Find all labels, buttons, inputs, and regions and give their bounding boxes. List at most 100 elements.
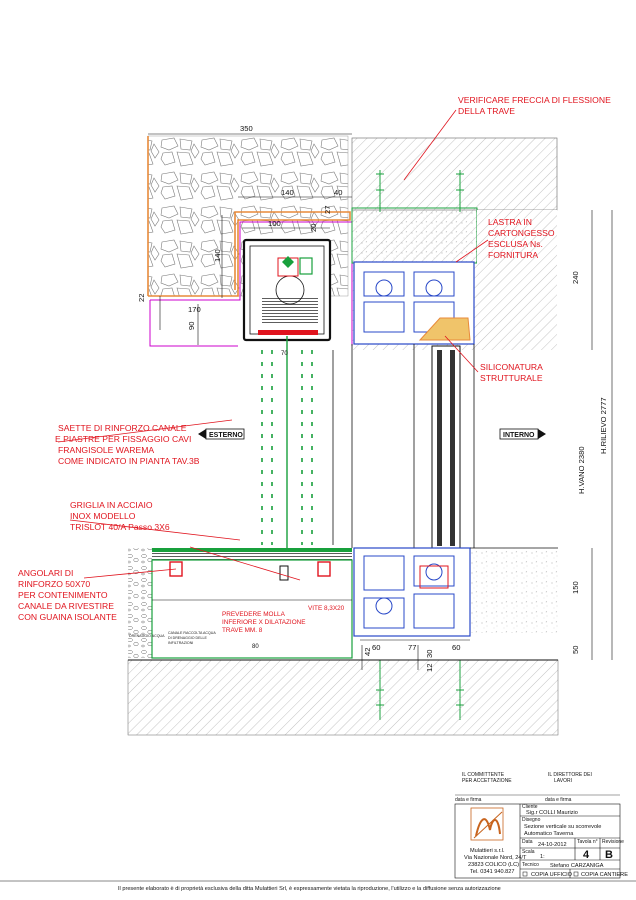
dim-40: 40	[334, 188, 342, 197]
dim-77: 77	[408, 643, 416, 652]
copia-ufficio-checkbox	[522, 871, 528, 877]
note-griglia-line2: INOX MODELLO	[70, 511, 136, 521]
note-lastra-line1: LASTRA IN	[488, 217, 532, 227]
dim-27: 27	[323, 206, 332, 214]
dim-60-left: 60	[372, 643, 380, 652]
note-siliconatura-line2: STRUTTURALE	[480, 373, 543, 383]
window-head-frame	[353, 261, 475, 345]
scala-label: Scala	[522, 849, 535, 855]
note-angolari-line2: RINFORZO 50X70	[18, 579, 90, 589]
copia-cantiere-label: COPIA CANTIERE	[581, 872, 628, 878]
dim-60-right: 60	[452, 643, 460, 652]
revisione-value: B	[605, 849, 613, 861]
title-block	[454, 803, 621, 879]
note-verificare-line2: DELLA TRAVE	[458, 106, 515, 116]
insulation-outline	[147, 136, 351, 297]
dim-70: 70	[281, 351, 288, 357]
plasterboard	[351, 207, 557, 350]
dim-50: 50	[571, 646, 580, 654]
glass-panel	[332, 344, 475, 551]
dimension-lines	[148, 133, 613, 670]
disegno-label: Disegno	[522, 817, 541, 823]
note-saette-line4: COME INDICATO IN PIANTA TAV.3B	[58, 456, 200, 466]
section-interno	[499, 428, 546, 440]
dim-12: 12	[425, 664, 434, 672]
floor-screed	[470, 547, 558, 633]
data-value: 24-10-2012	[538, 842, 567, 848]
dim-150: 150	[571, 581, 580, 594]
note-griglia-line1: GRIGLIA IN ACCIAIO	[70, 500, 153, 510]
tavola-value: 4	[583, 849, 590, 861]
louvre-blades	[261, 336, 313, 550]
disegno-line2: Automatico Taverna	[524, 831, 574, 837]
dim-30: 30	[425, 650, 434, 658]
footer-disclaimer: Il presente elaborato è di proprietà esc…	[118, 886, 501, 892]
dim-80: 80	[252, 644, 259, 650]
note-canale-line2: DI DRENAGGIO DELLE	[168, 636, 208, 640]
tecnico-label: Tecnico	[522, 862, 539, 868]
copia-ufficio-label: COPIA UFFICIO	[531, 872, 573, 878]
direttore-line2: LAVORI	[554, 778, 572, 784]
dim-140: 140	[281, 188, 294, 197]
note-saette-line2: E PIASTRE PER FISSAGGIO CAVI	[55, 434, 191, 444]
note-molla-line2: INFERIORE X DILATAZIONE	[222, 619, 306, 626]
dim-42: 42	[363, 648, 372, 656]
note-saette-line1: SAETTE DI RINFORZO CANALE	[58, 423, 187, 433]
note-angolari-line1: ANGOLARI DI	[18, 568, 73, 578]
note-griglia-line3: TRISLOT 40/A Passo 3X6	[70, 522, 170, 532]
dim-350: 350	[240, 124, 253, 133]
company-address: Via Nazionale Nord, 24/T	[464, 855, 527, 861]
note-lastra-line2: CARTONGESSO	[488, 228, 555, 238]
revisione-label: Revisione	[602, 839, 624, 845]
note-canale-line1: CANALE RACCOLTA ACQUA	[168, 631, 216, 635]
dim-240: 240	[571, 271, 580, 284]
lower-beam	[127, 659, 559, 736]
scala-value: 1:	[540, 854, 545, 860]
committente-line2: PER ACCETTAZIONE	[462, 778, 512, 784]
leader-lines	[57, 109, 489, 581]
label-interno: INTERNO	[503, 432, 535, 439]
note-saette-line3: FRANGISOLE WAREMA	[58, 445, 154, 455]
cliente-label: Cliente	[522, 804, 538, 810]
note-drenaggio: DRENAGGIO ACQUA	[129, 634, 165, 638]
company-phone: Tel. 0341 940.827	[470, 869, 514, 875]
note-siliconatura-line1: SILICONATURA	[480, 362, 543, 372]
note-lastra-line3: ESCLUSA Ns.	[488, 239, 543, 249]
drainage-channel	[128, 548, 353, 659]
tecnico-value: Stefano CARZANIGA	[550, 863, 604, 869]
dim-170: 170	[188, 305, 201, 314]
dim-22: 22	[137, 294, 146, 302]
label-esterno: ESTERNO	[209, 432, 243, 439]
dim-h-rilievo: H.RILIEVO 2777	[599, 397, 608, 454]
dim-140-vertical: 140	[213, 249, 222, 262]
sunshade-box	[242, 238, 332, 342]
copia-cantiere-checkbox	[573, 871, 579, 877]
note-verificare-line1: VERIFICARE FRECCIA DI FLESSIONE	[458, 95, 611, 105]
section-esterno	[198, 428, 245, 440]
note-angolari-line4: CANALE DA RIVESTIRE	[18, 601, 114, 611]
note-molla-line1: PREVEDERE MOLLA	[222, 611, 286, 618]
note-angolari-line3: PER CONTENIMENTO	[18, 590, 108, 600]
company-name: Mulattieri s.r.l.	[470, 848, 505, 854]
tavola-label: Tavola n°	[577, 839, 598, 845]
note-canale-line3: INFILTRAZIONI	[168, 641, 193, 645]
dim-100: 100	[268, 219, 281, 228]
note-vite: VITE 8,3X20	[308, 605, 345, 612]
window-sill-frame	[353, 547, 471, 637]
note-angolari-line5: CON GUAINA ISOLANTE	[18, 612, 117, 622]
direttore-line1: IL DIRETTORE DEI	[548, 772, 592, 778]
note-lastra-line4: FORNITURA	[488, 250, 538, 260]
data-label: Data	[522, 839, 533, 845]
company-city: 23823 COLICO (LC)	[468, 862, 519, 868]
dim-20: 20	[309, 224, 318, 232]
data-firma-label-1: data e firma	[455, 797, 482, 803]
note-molla-line3: TRAVE MM. 8	[222, 627, 263, 634]
dim-90: 90	[187, 322, 196, 330]
cliente-value: Sig.r COLLI Maurizio	[526, 810, 578, 816]
dim-h-vano: H.VANO 2380	[577, 446, 586, 494]
committente-line1: IL COMMITTENTE	[462, 772, 505, 778]
disegno-line1: Sezione verticale su scorrevole	[524, 824, 601, 830]
data-firma-label-2: data e firma	[545, 797, 572, 803]
company-logo	[470, 807, 504, 841]
